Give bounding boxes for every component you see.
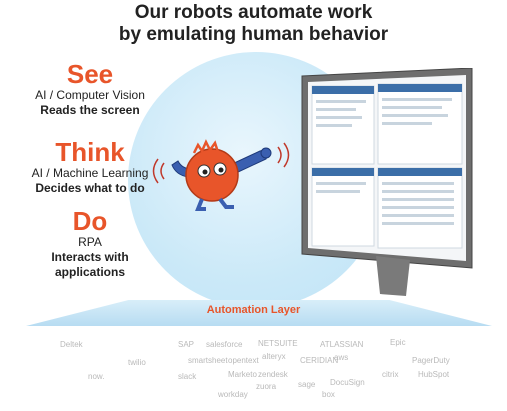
logo-aws: aws — [334, 353, 349, 362]
automation-layer-label: Automation Layer — [206, 304, 301, 316]
step-do-title: Do — [72, 206, 108, 236]
logo-deltek: Deltek — [60, 340, 83, 349]
monitor-icon — [301, 68, 473, 296]
step-do-subtitle: RPA — [78, 235, 102, 249]
logo-workday: workday — [218, 390, 248, 399]
logo-zuora: zuora — [256, 382, 277, 391]
step-see-title: See — [66, 59, 114, 89]
logo-sage: sage — [298, 380, 316, 389]
robot-mascot-icon — [152, 139, 290, 211]
headline-line-1: Our robots automate work — [134, 2, 373, 23]
logo-smartsheet: smartsheet — [188, 356, 228, 365]
headline: Our robots automate work by emulating hu… — [0, 2, 507, 46]
logo-docusign: DocuSign — [330, 378, 365, 387]
step-do: Do RPA Interacts with applications — [0, 207, 180, 280]
step-think-detail: Decides what to do — [35, 181, 145, 195]
step-see-detail: Reads the screen — [40, 103, 140, 117]
logo-salesforce: salesforce — [206, 340, 243, 349]
logo-opentext: opentext — [228, 356, 259, 365]
logo-ceridian: CERIDIAN — [300, 356, 339, 365]
logo-twilio: twilio — [128, 358, 146, 367]
logo-pagerduty: PagerDuty — [412, 356, 450, 365]
logo-marketo: Marketo — [228, 370, 257, 379]
headline-line-2: by emulating human behavior — [118, 24, 389, 45]
logo-alteryx: alteryx — [262, 352, 286, 361]
logo-zendesk: zendesk — [258, 370, 288, 379]
step-see: See AI / Computer Vision Reads the scree… — [0, 60, 180, 118]
logo-hubspot: HubSpot — [418, 370, 450, 379]
step-think-title: Think — [55, 137, 125, 167]
logo-epic: Epic — [390, 338, 406, 347]
logo-box: box — [322, 390, 335, 399]
logo-now: now. — [88, 372, 105, 381]
logo-sap: SAP — [178, 340, 195, 349]
logo-netsuite: NETSUITE — [258, 339, 298, 348]
step-think-subtitle: AI / Machine Learning — [31, 166, 149, 180]
step-do-detail-1: Interacts with — [51, 250, 129, 264]
step-see-subtitle: AI / Computer Vision — [35, 88, 145, 102]
logo-citrix: citrix — [382, 370, 399, 379]
logo-atlassian: ATLASSIAN — [320, 340, 364, 349]
step-think: Think AI / Machine Learning Decides what… — [0, 138, 180, 196]
logo-slack: slack — [178, 372, 197, 381]
step-do-detail-2: applications — [54, 265, 125, 279]
